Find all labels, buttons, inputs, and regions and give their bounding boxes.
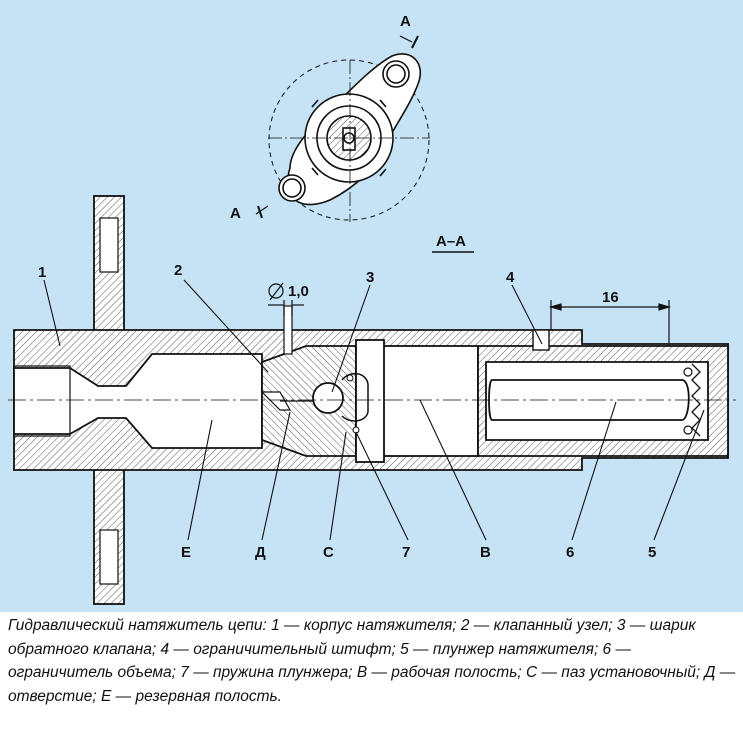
oil-hole (283, 305, 293, 355)
section-marker-top: А (400, 13, 411, 30)
limit-pin (532, 329, 550, 351)
dimensions (268, 282, 672, 346)
section-line-bottom (255, 205, 269, 215)
flange-dashed-circle (268, 59, 430, 221)
figure-caption: Гидравлический натяжитель цепи: 1 — корп… (8, 617, 736, 705)
retaining-ring (355, 339, 385, 463)
section-marker-bottom: А (230, 205, 241, 222)
flange-bolt-hole-bottom (99, 529, 119, 585)
callout-1: 1 (38, 264, 46, 281)
leader-lines (43, 279, 705, 541)
top-view (255, 35, 430, 222)
section-line-top (399, 35, 413, 43)
callout-7: 7 (402, 544, 410, 561)
diameter-value: 1,0 (288, 283, 309, 300)
length-value: 16 (602, 289, 619, 306)
callout-E: Е (181, 544, 191, 561)
callout-6: 6 (566, 544, 574, 561)
flange-bolt-hole-top (99, 217, 119, 273)
callout-5: 5 (648, 544, 656, 561)
plunger-spring (691, 363, 701, 437)
technical-drawing: А А А–А (0, 0, 743, 612)
section-view (8, 195, 736, 605)
callout-2: 2 (174, 262, 182, 279)
check-ball (312, 382, 344, 414)
section-title: А–А (436, 233, 466, 250)
callout-D: Д (255, 544, 266, 561)
callout-C: С (323, 544, 334, 561)
callout-4: 4 (506, 269, 515, 286)
callout-B: В (480, 544, 491, 561)
tensioner-drawing-svg: А А А–А (8, 13, 736, 605)
callout-3: 3 (366, 269, 374, 286)
